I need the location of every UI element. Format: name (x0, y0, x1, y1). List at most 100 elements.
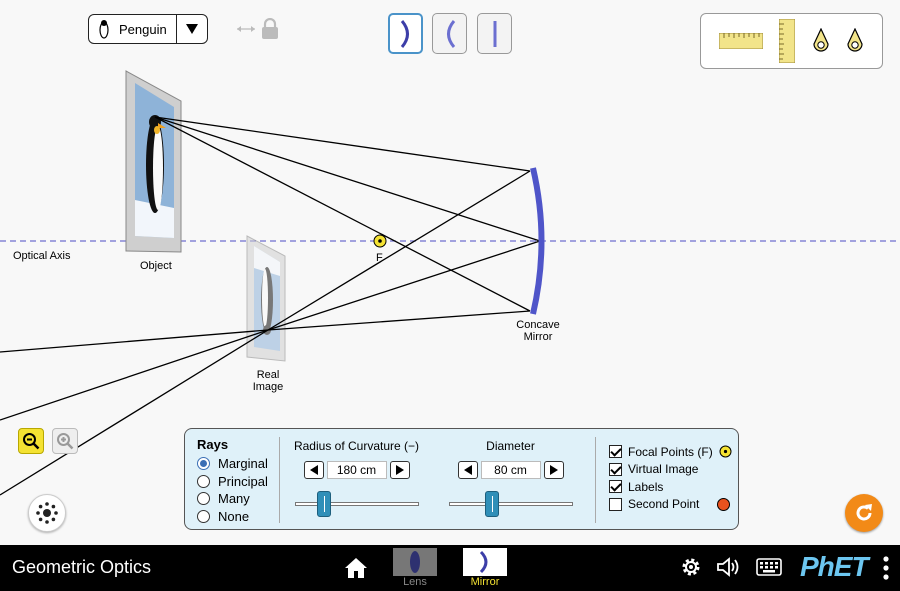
sun-icon (36, 502, 58, 524)
concave-mirror[interactable] (530, 167, 545, 315)
rays-title: Rays (197, 437, 229, 452)
zoom-out-button[interactable] (18, 428, 44, 454)
speaker-icon (717, 557, 739, 577)
zoom-out-icon (23, 433, 40, 450)
kebab-menu-icon (883, 556, 889, 580)
phet-logo[interactable]: PhET (800, 551, 869, 583)
virtual-image-checkbox[interactable] (609, 462, 622, 476)
mirror-label: Concave Mirror (513, 319, 563, 343)
lens-icon (410, 551, 420, 573)
diameter-value: 80 cm (480, 461, 541, 479)
preferences-button[interactable] (680, 556, 702, 583)
concave-mirror-button[interactable] (388, 13, 423, 54)
screen-tab-lens[interactable]: Lens (393, 548, 437, 588)
radio-principal[interactable] (197, 474, 210, 488)
mirror-icon (479, 550, 488, 574)
radius-value: 180 cm (326, 461, 387, 479)
focal-point-icon (719, 445, 732, 458)
flat-mirror-button[interactable] (477, 13, 512, 54)
light-rays (0, 116, 541, 496)
radio-label: Marginal (218, 456, 268, 472)
zoom-in-icon (57, 433, 74, 450)
diameter-decrement-button[interactable] (457, 461, 478, 479)
horizontal-ruler-icon[interactable] (719, 33, 764, 49)
radius-control: Radius of Curvature (−) 180 cm (289, 439, 424, 517)
object-frame[interactable] (125, 70, 182, 253)
radio-many[interactable] (197, 492, 210, 506)
optics-scene (0, 70, 900, 496)
focal-points-checkbox-row[interactable]: Focal Points (F) (609, 443, 732, 461)
vertical-ruler-icon[interactable] (779, 19, 796, 63)
real-image-label-line1: Real (256, 369, 280, 381)
divider (595, 437, 596, 523)
diameter-title: Diameter (486, 439, 535, 453)
sound-toggle-button[interactable] (716, 556, 742, 583)
second-point-checkbox-row[interactable]: Second Point (609, 496, 732, 514)
toolbox (700, 13, 883, 69)
main-menu-button[interactable] (882, 555, 890, 586)
concave-shape-icon (400, 19, 409, 48)
second-point-icon (717, 497, 731, 511)
navigation-bar: Geometric Optics Lens Mirror (0, 545, 900, 591)
light-toggle-button[interactable] (28, 494, 66, 532)
diameter-control: Diameter 80 cm (443, 439, 578, 517)
reset-all-button[interactable] (845, 494, 883, 532)
labels-checkbox[interactable] (609, 480, 622, 494)
real-image-label: Real Image (248, 369, 288, 393)
object-selector-label: Penguin (89, 19, 176, 39)
virtual-image-checkbox-row[interactable]: Virtual Image (609, 461, 732, 479)
radio-marginal[interactable] (197, 457, 210, 471)
convex-mirror-button[interactable] (432, 13, 467, 54)
focal-points-checkbox[interactable] (609, 445, 622, 459)
radius-increment-button[interactable] (389, 461, 410, 479)
divider (279, 437, 280, 523)
real-image-frame (246, 235, 286, 362)
triangle-left-icon (463, 465, 472, 475)
lens-screen-thumbnail (393, 548, 437, 576)
radius-slider-thumb[interactable] (316, 491, 331, 517)
checkbox-label: Labels (628, 479, 664, 494)
radius-title: Radius of Curvature (−) (293, 439, 420, 453)
focal-point-label: F (376, 252, 383, 264)
screen-tab-mirror[interactable]: Mirror (463, 548, 507, 588)
object-type-selector[interactable]: Penguin (88, 14, 208, 44)
radio-none[interactable] (197, 509, 210, 523)
diameter-increment-button[interactable] (543, 461, 564, 479)
mirror-screen-thumbnail (463, 548, 507, 576)
triangle-right-icon (395, 465, 404, 475)
radius-decrement-button[interactable] (303, 461, 324, 479)
zoom-in-button[interactable] (52, 428, 78, 454)
app-title: Geometric Optics (12, 557, 152, 577)
radius-slider-track[interactable] (294, 502, 419, 506)
screen-tab-label: Lens (403, 576, 427, 588)
triangle-down-icon (186, 24, 198, 34)
diameter-slider-thumb[interactable] (484, 491, 499, 517)
lock-toggle[interactable] (236, 17, 282, 40)
ray-option-marginal[interactable]: Marginal (197, 455, 268, 473)
focal-point (373, 234, 387, 248)
screen-tab-label: Mirror (470, 576, 500, 588)
marker-pin-icon[interactable] (812, 28, 830, 54)
checkbox-label: Second Point (628, 497, 700, 512)
optical-axis-label: Optical Axis (13, 250, 71, 262)
second-point-checkbox[interactable] (609, 497, 622, 511)
diameter-slider-track[interactable] (448, 502, 573, 506)
home-button[interactable] (344, 557, 368, 584)
radio-label: Principal (218, 473, 268, 489)
flat-shape-icon (493, 20, 496, 47)
mirror-label-line2: Mirror (523, 331, 553, 343)
object-label: Object (140, 260, 172, 272)
labels-checkbox-row[interactable]: Labels (609, 478, 732, 496)
radio-label: None (218, 508, 250, 524)
ray-option-many[interactable]: Many (197, 490, 268, 508)
ray-option-none[interactable]: None (197, 508, 268, 526)
control-panel: Rays Marginal Principal Many None Radius… (184, 428, 739, 530)
play-area: Optical Axis Object F Concave Mirror Rea… (0, 0, 900, 545)
rays-group: Rays Marginal Principal Many None (197, 437, 268, 525)
radius-slider[interactable] (294, 491, 419, 517)
dropdown-toggle[interactable] (176, 15, 207, 43)
diameter-slider[interactable] (448, 491, 573, 517)
ray-option-principal[interactable]: Principal (197, 473, 268, 491)
keyboard-help-button[interactable] (756, 558, 782, 581)
marker-pin-icon[interactable] (846, 28, 864, 54)
